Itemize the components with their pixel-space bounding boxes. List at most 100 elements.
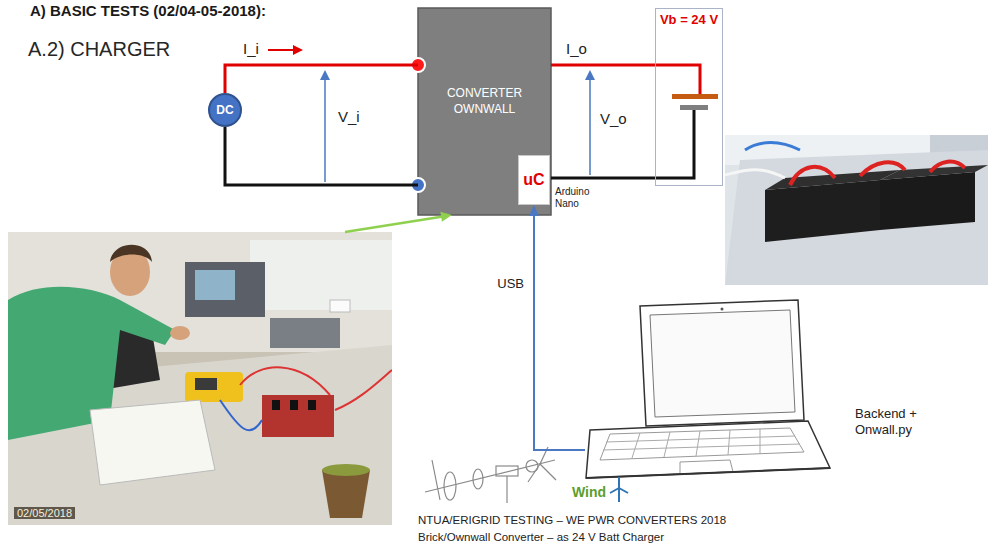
part-name: Arduino Nano [555,186,599,209]
turbine-logo [528,464,540,482]
battery-photo [725,135,988,285]
connector-label: USB [495,276,526,291]
turbine-logo [432,460,440,500]
input-wire-negative [225,127,418,185]
source-label: DC [216,103,233,117]
lab-photo-picture [262,395,334,437]
current-arrow [268,45,303,55]
current-arrow [293,45,303,55]
converter-label: CONVERTER OWNWALL [437,86,533,117]
battery-photo [745,143,800,151]
caption-line: Brick/Ownwall Converter – as 24 V Batt C… [418,531,664,543]
converter-housing [418,8,551,215]
laptop-drawing [696,431,700,456]
lab-photo-picture [322,470,370,518]
lab-photo-picture [290,400,298,410]
lab-photo-picture [110,245,152,262]
output-wire-negative [551,178,655,179]
lab-photo-picture [270,318,340,348]
laptop-drawing [760,429,761,454]
laptop-drawing [728,430,730,455]
battery-symbol [655,65,718,178]
battery-photo [930,162,965,172]
lab-photo-picture [8,232,392,525]
laptop-drawing [603,444,800,450]
voltage-arrow [320,70,595,182]
lab-photo-picture [272,400,280,410]
usb-link [534,214,585,450]
lab-photo: 02/05/2018 [8,232,392,525]
laptop-drawing [721,308,724,311]
wind-icon [610,477,628,502]
battery-photo [725,170,785,178]
battery-symbol [680,105,708,110]
battery-symbol [655,65,700,94]
battery-voltage: Vb = 24 V [660,12,718,27]
voltage-arrow [589,79,591,175]
usb-link [529,205,585,450]
wind-icon [610,488,619,493]
photo-pointer [345,212,452,232]
lab-photo-picture [308,400,316,410]
microcontroller-box: uC [518,155,550,205]
output-wire-positive [551,65,655,66]
laptop-drawing [664,432,670,457]
laptop-drawing [586,300,830,478]
voltage-arrow [324,79,326,182]
battery-photo [790,167,835,185]
laptop-drawing [632,433,640,458]
converter-box: CONVERTER OWNWALL uC [418,8,551,215]
arrowhead [440,212,452,222]
terminal-dot [411,58,425,192]
wind-icon [619,488,628,493]
signal-name: V_i [338,108,360,125]
output-wire-positive [551,64,655,67]
laptop: Backend + Onwall.py [585,300,830,480]
current-arrow [268,49,294,51]
battery-photo [725,150,988,285]
input-wire-negative [225,127,418,185]
laptop-drawing [606,436,795,442]
section-heading: A.2) CHARGER [28,38,170,61]
battery-photo [765,180,880,242]
logo-text: Wind [572,484,606,500]
lab-photo-picture [90,400,215,485]
turbine-logo [540,464,556,480]
battery-photo [880,172,975,230]
output-wire-negative [551,177,655,180]
battery-frame: Vb = 24 V [655,8,723,186]
battery-symbol [655,110,694,178]
turbine-logo [425,447,556,503]
input-wire-positive [225,65,418,93]
laptop-drawing [586,421,830,478]
battery-photo [860,162,905,176]
laptop-label: Backend + Onwall.py [855,406,937,439]
lab-photo-picture [195,378,217,390]
converter-housing [418,8,551,215]
signal-name: V_o [600,110,627,127]
dc-source-circle: DC [208,93,242,127]
voltage-arrow [585,70,595,80]
arrowhead [529,205,539,216]
signal-name: I_o [566,40,587,57]
laptop-drawing [600,428,804,460]
lab-photo-picture [185,262,265,317]
wind-icon [618,488,620,502]
voltage-arrow [320,70,330,80]
lab-photo-picture [330,300,350,312]
laptop-drawing [640,300,804,426]
turbine-logo [444,472,456,500]
battery-photo [725,135,988,285]
turbine-logo [496,466,518,476]
microcontroller-label: uC [523,171,544,189]
lab-photo-picture [335,370,392,410]
photo-date: 02/05/2018 [14,507,75,519]
turbine-logo [473,469,483,489]
battery-symbol [672,94,718,99]
laptop-drawing [586,468,830,478]
input-wire-positive [225,65,418,93]
wind-icon [618,477,620,488]
